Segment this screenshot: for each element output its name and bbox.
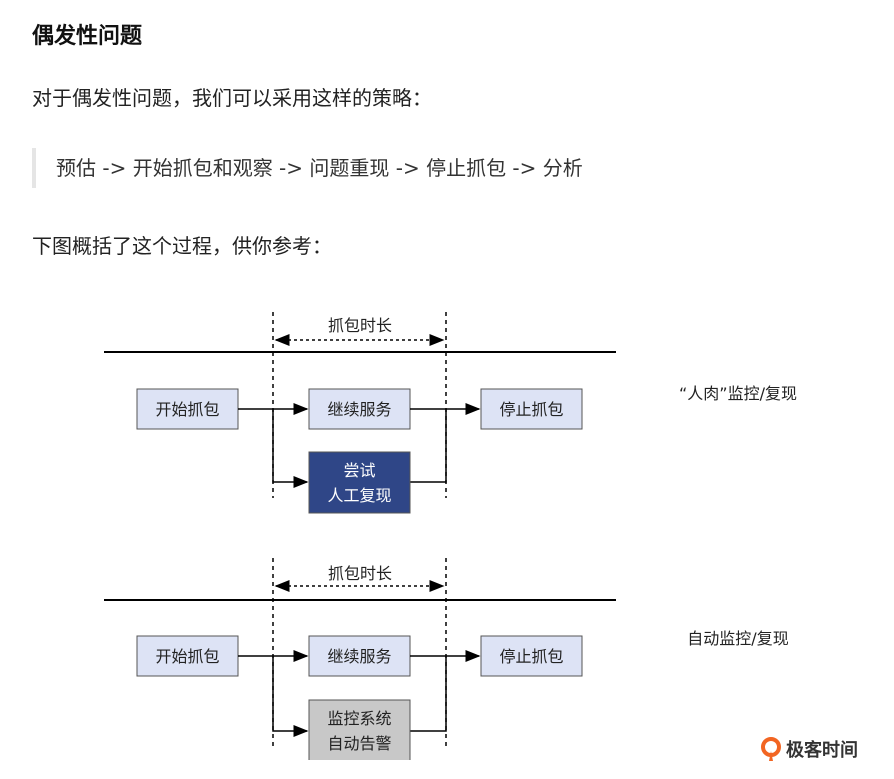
manual-monitoring-diagram: 抓包时长 开始抓包 继续服务 停止抓包 尝试 人工复现 “人肉”监控/复现	[104, 312, 797, 514]
manual-reproduce-box	[308, 451, 411, 514]
stop-capture-box	[480, 635, 583, 677]
manual-reproduce-line-1: 尝试	[343, 461, 375, 480]
start-capture-box	[136, 635, 239, 677]
auto-alert-line-2: 自动告警	[327, 734, 391, 753]
start-capture-label: 开始抓包	[155, 647, 219, 666]
manual-reproduce-line-2: 人工复现	[327, 486, 391, 505]
stop-capture-box	[480, 388, 583, 430]
auto-alert-box	[308, 699, 411, 760]
duration-label: 抓包时长	[328, 316, 392, 335]
auto-alert-line-1: 监控系统	[327, 709, 391, 728]
continue-service-label: 继续服务	[327, 400, 391, 419]
arrow-start-to-branch	[272, 409, 309, 488]
section-heading: 偶发性问题	[32, 24, 143, 49]
line-branch-to-timeline	[410, 409, 447, 483]
arrow-start-to-branch	[272, 656, 309, 737]
stop-capture-label: 停止抓包	[499, 400, 563, 419]
stop-capture-label: 停止抓包	[499, 647, 563, 666]
auto-side-label: 自动监控/复现	[687, 629, 788, 648]
start-capture-label: 开始抓包	[155, 400, 219, 419]
logo-text: 极客时间	[786, 740, 858, 761]
figure-intro-paragraph: 下图概括了这个过程，供你参考：	[32, 234, 332, 258]
continue-service-label: 继续服务	[327, 647, 391, 666]
continue-service-box	[308, 388, 411, 430]
geekbang-logo: 极客时间	[760, 736, 858, 762]
strategy-text: 预估 -> 开始抓包和观察 -> 问题重现 -> 停止抓包 -> 分析	[56, 156, 583, 180]
intro-paragraph: 对于偶发性问题，我们可以采用这样的策略：	[32, 86, 432, 110]
auto-monitoring-diagram: 抓包时长 开始抓包 继续服务 停止抓包 监控系统 自动告警 自动监控/复现	[104, 558, 789, 760]
duration-label: 抓包时长	[328, 564, 392, 583]
capture-process-diagram: 抓包时长 开始抓包 继续服务 停止抓包 尝试 人工复现 “人肉”监控/复现 抓包…	[104, 312, 797, 760]
line-branch-to-timeline	[410, 656, 447, 732]
manual-side-label: “人肉”监控/复现	[679, 384, 797, 403]
strategy-blockquote: 预估 -> 开始抓包和观察 -> 问题重现 -> 停止抓包 -> 分析	[32, 148, 583, 188]
geekbang-logo-icon	[761, 737, 781, 761]
start-capture-box	[136, 388, 239, 430]
